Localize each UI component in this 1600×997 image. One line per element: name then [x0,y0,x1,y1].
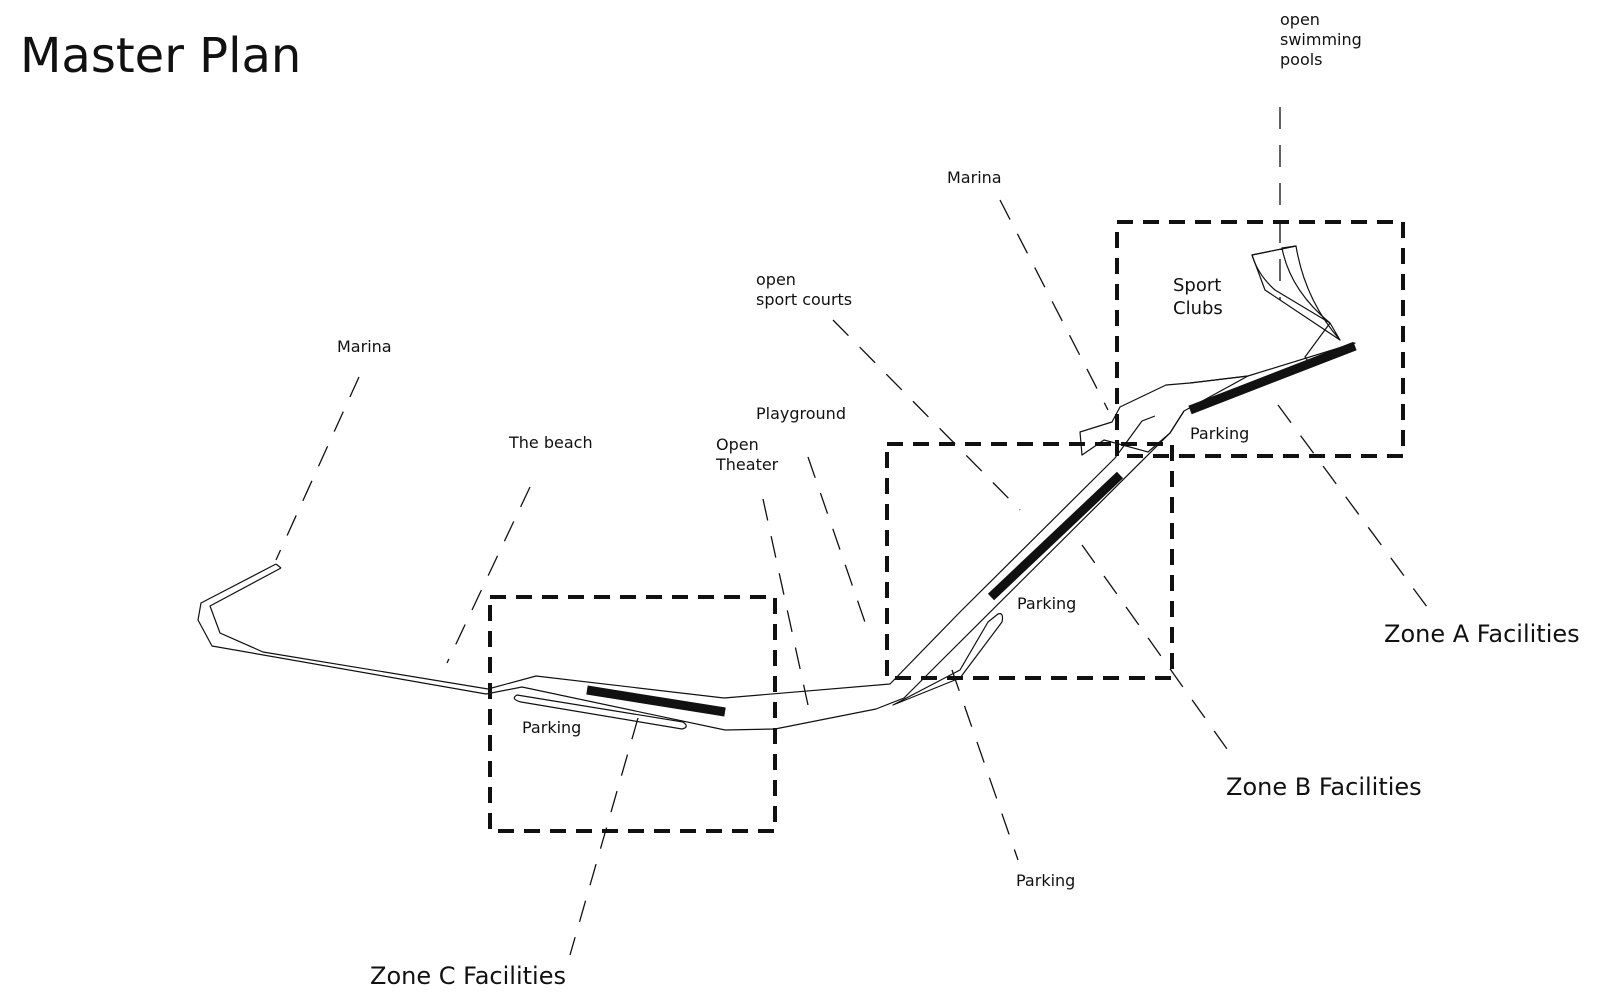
leader-theater [762,498,809,706]
parking-spur-b [892,613,1004,706]
label-open-swimming-pools: open swimming pools [1280,10,1362,69]
label-parking-zone-c: Parking [522,718,582,737]
west-tip [275,563,282,569]
zone-a-box [1115,220,1405,458]
zone-b-box [885,442,1174,680]
leader-lines [275,107,1431,956]
promenade-upper-edge [209,415,1156,699]
leader-zone-b [1081,544,1233,757]
label-marina-right: Marina [947,168,1002,187]
leader-zone-c [569,717,639,956]
leader-zone-a [1277,404,1431,612]
leader-sport-courts [832,319,1021,511]
label-parking-zone-a: Parking [1190,424,1250,443]
leader-marina-left [275,376,360,561]
page-title: Master Plan [20,28,302,84]
label-zone-a: Zone A Facilities [1384,620,1580,648]
zone-boxes [488,220,1405,833]
bar-zone-c [586,685,726,717]
label-marina-left: Marina [337,337,392,356]
bar-zone-a [1188,341,1357,415]
bar-zone-b [987,471,1124,601]
pool-outline [1251,245,1341,341]
label-zone-b: Zone B Facilities [1226,773,1422,801]
label-sport-clubs: Sport Clubs [1173,275,1223,319]
label-open-theater: Open Theater [716,435,779,474]
leader-playground [807,456,868,629]
label-parking-bottom: Parking [1016,871,1076,890]
heavy-bars [586,341,1357,717]
zone-c-box [488,595,777,833]
label-parking-zone-b: Parking [1017,594,1077,613]
label-the-beach: The beach [509,433,593,452]
parking-loop-c [513,694,687,730]
leader-parking-bottom [951,669,1019,861]
leader-marina-right [999,199,1109,411]
label-zone-c: Zone C Facilities [370,962,566,990]
site-outline [197,245,1356,731]
promenade-lower-edge [197,410,1185,731]
label-playground: Playground [756,404,846,423]
label-open-sport-courts: open sport courts [756,270,853,309]
leader-beach [446,486,531,664]
